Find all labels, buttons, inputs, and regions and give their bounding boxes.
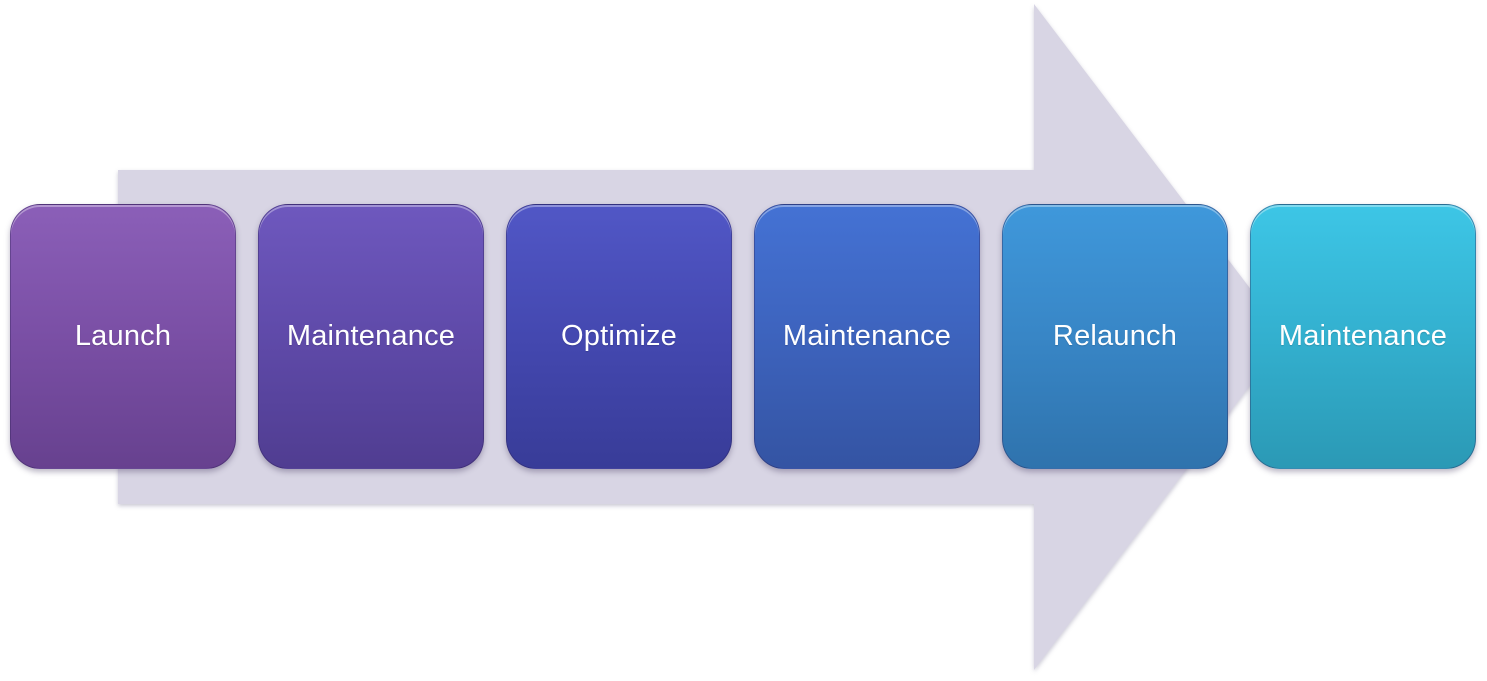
step-label: Optimize (560, 320, 677, 352)
step-maintenance-3: Maintenance (1250, 204, 1476, 469)
step-label: Relaunch (1052, 320, 1178, 352)
step-label: Maintenance (782, 320, 952, 352)
step-relaunch: Relaunch (1002, 204, 1228, 469)
step-optimize: Optimize (506, 204, 732, 469)
step-label: Maintenance (1278, 320, 1448, 352)
step-maintenance-1: Maintenance (258, 204, 484, 469)
step-label: Maintenance (286, 320, 456, 352)
step-maintenance-2: Maintenance (754, 204, 980, 469)
step-label: Launch (74, 320, 172, 352)
step-launch: Launch (10, 204, 236, 469)
